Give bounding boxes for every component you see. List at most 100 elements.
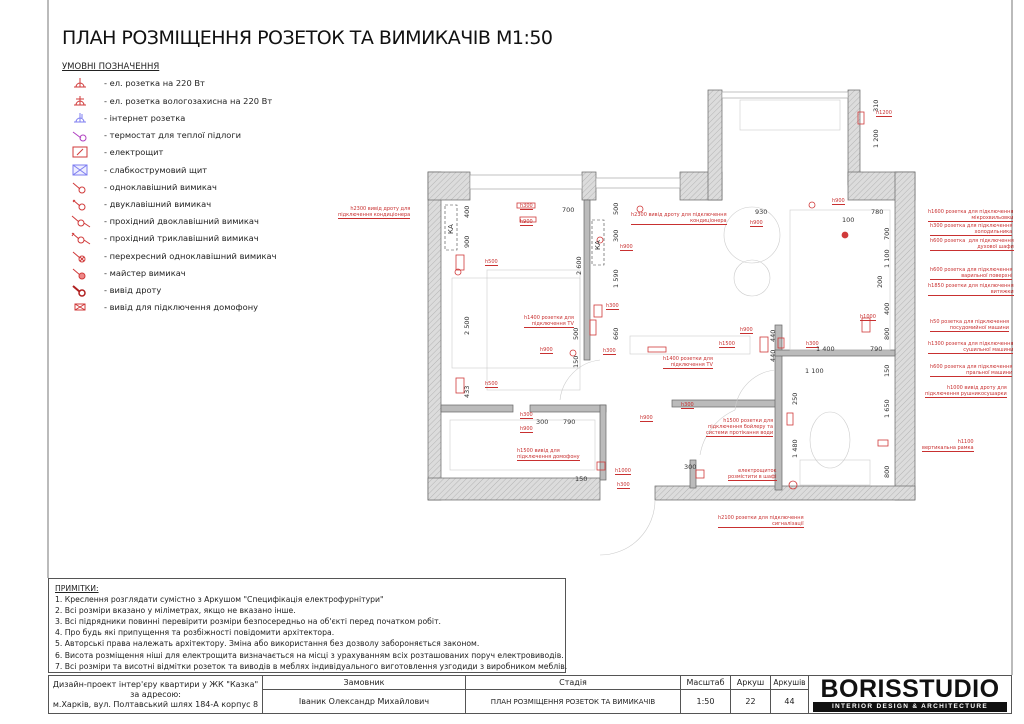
notes-box: ПРИМІТКИ: 1. Креслення розглядати суміст… (48, 578, 568, 673)
dimension: 150 (572, 355, 580, 368)
dimension: 790 (870, 345, 883, 353)
legend-item: - інтернет розетка (70, 111, 185, 125)
annotation: h300 (606, 303, 619, 310)
annotation-fridge: h300 розетка для підключення холодильник… (930, 223, 1013, 236)
annotation: h300 (806, 341, 819, 348)
annotation-towel-dryer: h1000 вивід дроту для підключення рушник… (925, 385, 1007, 398)
annotation: h300 (617, 482, 630, 489)
electrical-panel-icon (72, 146, 88, 158)
dimension: 900 (463, 235, 471, 248)
stage-value: ПЛАН РОЗМІЩЕННЯ РОЗЕТОК ТА ВИМИКАЧІВ (466, 690, 681, 713)
windows (469, 91, 849, 190)
annotation: h900 (640, 415, 653, 422)
furniture (444, 99, 891, 556)
note-item: 6. Висота розміщення ніші для електрощит… (55, 650, 564, 660)
wire-outlet-icon (72, 285, 86, 297)
legend-item: - двуклавішний вимикач (70, 197, 211, 211)
logo-text: BORISSTUDIO (820, 675, 1000, 703)
walls (427, 89, 916, 501)
wardrobe-label: КА (447, 224, 455, 234)
annotation: h900 (740, 327, 753, 334)
annotation: h300 (681, 402, 694, 409)
annotation: h900 (620, 244, 633, 251)
dimension: 100 (842, 216, 855, 224)
note-item: 5. Авторські права належать архітектору.… (55, 639, 480, 649)
annotation-dryer: h1300 розетка для підключення сушильної … (928, 341, 1014, 354)
annotation: h1000 (615, 468, 631, 475)
dimension: 790 (563, 418, 576, 426)
legend-item: - майстер вимикач (70, 266, 186, 280)
dimension: 440 (769, 349, 777, 362)
project-info: Дизайн-проект інтер'єру квартири у ЖК "К… (49, 676, 263, 713)
annotation-tv-living: h1400 розетки для підключення TV (663, 356, 713, 369)
annotation: h900 (520, 219, 533, 226)
legend-item: - перехресний одноклавішний вимикач (70, 249, 277, 263)
legend-item: - одноклавішний вимикач (70, 180, 217, 194)
dimension: 500 (612, 202, 620, 215)
annotation-ac-bedroom: h2300 вивід дроту для підключення кондиц… (338, 206, 411, 219)
notes-heading: ПРИМІТКИ: (55, 584, 99, 593)
annotation: h900 (520, 426, 533, 433)
dimension: 310 (872, 99, 880, 112)
annotation-boiler: h1500 розетки для підключення бойлеру та… (706, 418, 774, 437)
dimension: 1 480 (791, 439, 799, 458)
dimension: 300 (536, 418, 549, 426)
scale-label: Масштаб (681, 676, 731, 690)
sheets-label: Аркушів (771, 676, 809, 690)
dimension: 1 650 (883, 399, 891, 418)
dimension: 930 (755, 208, 768, 216)
socket-waterproof-icon (74, 96, 86, 106)
annotation: h500 (485, 381, 498, 388)
dimension: 2 500 (463, 316, 471, 335)
sheets-value: 44 (771, 690, 809, 713)
annotation-microwave: h1600 розетка для підключення мікрохвиль… (928, 209, 1014, 222)
dimension: 500 (572, 327, 580, 340)
annotation: h1500 (719, 341, 735, 348)
annotation-tv-bedroom: h1400 розетки для підключення TV (524, 315, 574, 328)
note-item: 3. Всі підрядники повинні перевірити роз… (55, 617, 441, 627)
dimension: 700 (562, 206, 575, 214)
note-item: 4. Про будь які припущення та розбіжност… (55, 628, 335, 638)
annotation: h500 (485, 259, 498, 266)
annotation: h900 (750, 220, 763, 227)
dimension: 440 (769, 329, 777, 342)
internet-socket-icon (74, 113, 86, 123)
dimension: 300 (612, 229, 620, 242)
dimension: 250 (791, 392, 799, 405)
note-item: 7. Всі розміри та висотні відмітки розет… (55, 661, 568, 671)
dimension: 2 600 (575, 256, 583, 275)
stage-label: Стадія (466, 676, 681, 690)
annotation-alarm: h2100 розетки для підключення сигналізац… (718, 515, 804, 528)
annotation: h300 (603, 348, 616, 355)
dimension: 800 (883, 327, 891, 340)
socket-220-icon (74, 78, 86, 88)
dimension: 200 (876, 275, 884, 288)
legend-item: - ел. розетка на 220 Вт (70, 76, 205, 90)
annotation-ac-living: h2300 вивід дроту для підключення кондиц… (631, 212, 727, 225)
annotation: h300 (520, 203, 533, 210)
annotation-dishwasher: h50 розетка для підключення посудомийної… (930, 319, 1010, 332)
studio-logo: BORISSTUDIO INTERIOR DESIGN & ARCHITECTU… (809, 675, 1011, 713)
note-item: 1. Креслення розглядати сумістно з Аркуш… (55, 595, 384, 605)
annotation-intercom: h1500 вивід для підключення домофону (517, 448, 580, 461)
sheet-value: 22 (731, 690, 771, 713)
dimension: 700 (883, 227, 891, 240)
dimension: 150 (575, 475, 588, 483)
dimension: 300 (684, 463, 697, 471)
annotation-oven: h600 розетка для підключення духової шаф… (930, 238, 1014, 251)
annotation-hood: h1850 розетки для підключення витяжки (928, 283, 1014, 296)
legend-item: - ел. розетка вологозахисна на 220 Вт (70, 94, 272, 108)
pass-triple-switch-icon (71, 232, 91, 245)
legend-item: - вивід для підключення домофону (70, 300, 258, 314)
dimension: 433 (463, 385, 471, 398)
dimension: 1 100 (883, 249, 891, 268)
annotation: h1000 (860, 314, 876, 321)
scale-value: 1:50 (681, 690, 731, 713)
low-current-panel-icon (72, 164, 88, 176)
legend-item: - термостат для теплої підлоги (70, 128, 241, 142)
single-switch-icon (72, 182, 86, 194)
client-name: Іваник Олександр Михайлович (263, 690, 466, 713)
pass-double-switch-icon (71, 215, 91, 228)
dimension: 1 400 (816, 345, 835, 353)
